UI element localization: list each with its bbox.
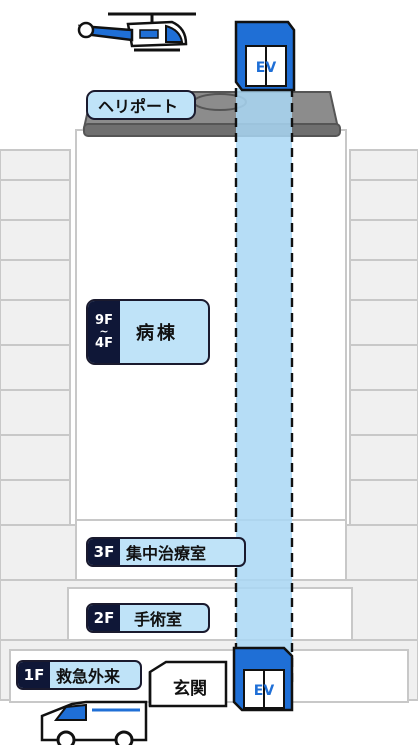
surgery-text: 手術室 — [134, 610, 183, 629]
elevator-bottom-label: EV — [254, 683, 275, 699]
elevator-bottom — [232, 646, 294, 712]
icu-floor-tag: 3F — [88, 539, 120, 565]
icu-label: 3F 集中治療室 — [86, 537, 246, 567]
ward-floor-tag: 9F ~ 4F — [88, 301, 120, 363]
surgery-label: 2F 手術室 — [86, 603, 210, 633]
surgery-floor-tag: 2F — [88, 605, 120, 631]
ward-floor-top: 9F — [95, 313, 113, 328]
icu-text: 集中治療室 — [126, 544, 207, 563]
entrance-gate — [148, 660, 228, 708]
helicopter-icon — [77, 12, 196, 52]
ambulance-icon — [40, 700, 148, 745]
ward-floor-bottom: 4F — [95, 336, 113, 351]
elevator-top-label: EV — [256, 60, 277, 76]
entrance-label: 玄関 — [173, 678, 207, 699]
ward-text: 病棟 — [136, 323, 178, 344]
heliport-text: ヘリポート — [98, 97, 179, 116]
heliport-label: ヘリポート — [86, 90, 196, 120]
elevator-shaft — [234, 88, 294, 688]
er-text: 救急外来 — [56, 667, 121, 686]
er-floor-tag: 1F — [18, 662, 50, 688]
elevator-top — [234, 20, 296, 92]
ward-label: 9F ~ 4F 病棟 — [86, 299, 210, 365]
er-label: 1F 救急外来 — [16, 660, 142, 690]
ward-floor-sep: ~ — [99, 325, 109, 338]
